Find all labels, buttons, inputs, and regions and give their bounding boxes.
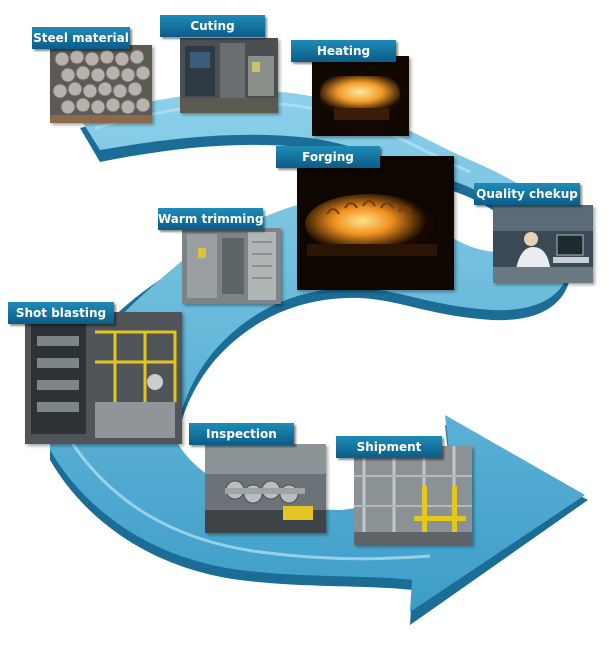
steel-bars-photo [50, 45, 152, 123]
step-label: Forging [276, 146, 380, 168]
forging-die-photo [297, 156, 454, 290]
cutting-machine-photo [180, 38, 278, 113]
inspector-computer-photo [493, 205, 593, 283]
step-label: Warm trimming [158, 208, 264, 230]
step-label: Shipment [336, 436, 442, 458]
step-label: Steel material [32, 27, 130, 49]
step-label: Heating [291, 40, 396, 62]
step-label: Shot blasting [8, 302, 114, 324]
step-label: Cuting [160, 15, 265, 37]
crankshaft-inspection-photo [205, 444, 326, 533]
shot-blast-machine-photo [25, 312, 182, 444]
step-label: Inspection [189, 423, 294, 445]
glowing-billet-photo [312, 56, 409, 136]
warehouse-rack-photo [354, 446, 472, 545]
trimming-press-photo [182, 228, 281, 304]
step-label: Quality chekup [474, 183, 580, 205]
